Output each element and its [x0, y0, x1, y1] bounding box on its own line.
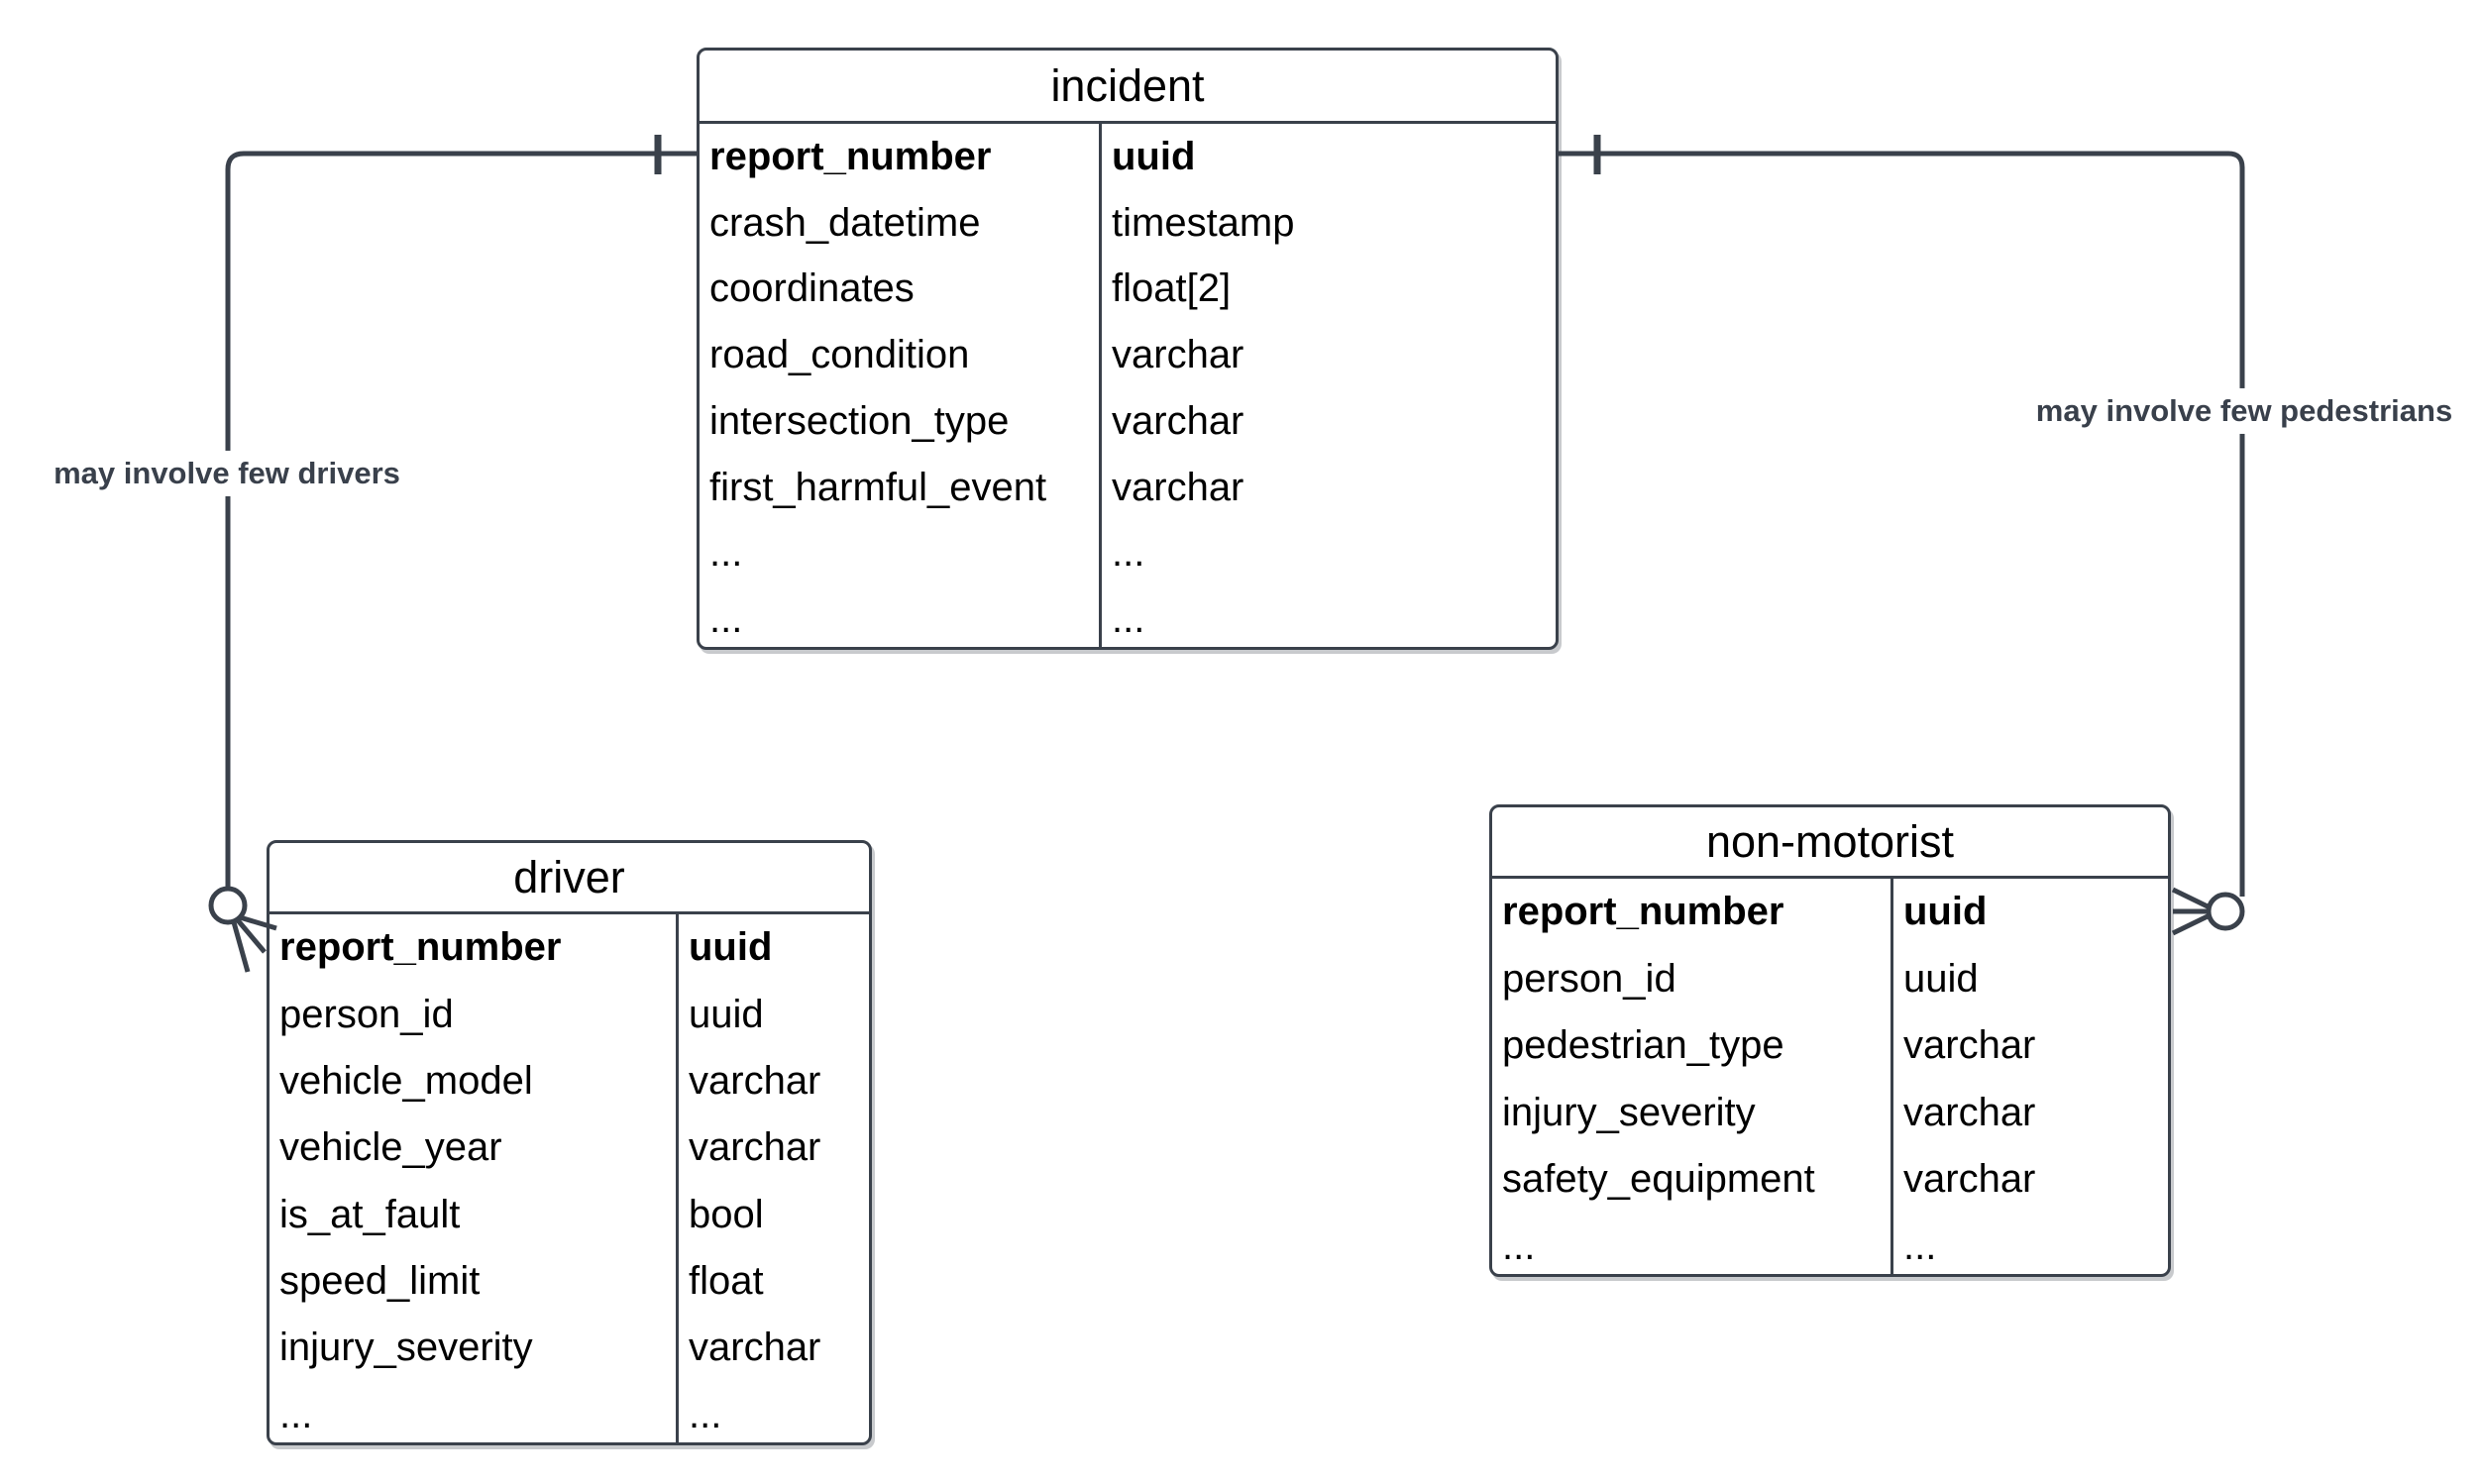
cardinality-zero-circle-icon — [2206, 892, 2245, 931]
field-name-cell: pedestrian_type — [1502, 1023, 1784, 1068]
field-name-cell: road_condition — [709, 333, 970, 377]
field-name-cell: ... — [1502, 1223, 1536, 1268]
field-name-cell: speed_limit — [279, 1259, 481, 1304]
field-type-cell: ... — [1112, 531, 1145, 576]
field-name-cell: person_id — [1502, 956, 1676, 1001]
entity-driver-fields: report_number person_id vehicle_model ve… — [270, 914, 869, 1445]
field-name-cell: report_number — [709, 134, 992, 178]
field-type-cell: uuid — [689, 992, 764, 1036]
field-type-cell: uuid — [1903, 890, 1988, 934]
field-type-cell: float — [689, 1259, 764, 1304]
field-name-cell: crash_datetime — [709, 200, 981, 245]
field-type-cell: varchar — [1112, 465, 1244, 509]
field-name-cell: is_at_fault — [279, 1192, 461, 1236]
crow-foot-many-icon — [2171, 887, 2212, 936]
field-type-cell: ... — [1903, 1223, 1937, 1268]
connector-incident-driver — [225, 151, 697, 889]
field-type-cell: ... — [689, 1392, 722, 1436]
connector-incident-non-motorist — [1559, 151, 2245, 897]
field-type-cell: uuid — [689, 925, 773, 970]
field-type-cell: varchar — [1903, 1157, 2036, 1202]
relationship-label-pedestrians: may involve few pedestrians — [2027, 387, 2461, 435]
field-name-cell: safety_equipment — [1502, 1157, 1815, 1202]
field-name-cell: ... — [709, 531, 743, 576]
cardinality-zero-circle-icon — [208, 886, 248, 925]
entity-incident-fields: report_number crash_datetime coordinates… — [700, 124, 1556, 650]
field-name-cell: vehicle_year — [279, 1125, 502, 1170]
field-type-cell: timestamp — [1112, 200, 1295, 245]
entity-incident: incident report_number crash_datetime co… — [697, 48, 1559, 650]
field-type-cell: varchar — [1112, 398, 1244, 443]
field-name-cell: report_number — [1502, 890, 1784, 934]
field-type-cell: varchar — [1112, 333, 1244, 377]
entity-non-motorist-fields: report_number person_id pedestrian_type … — [1492, 879, 2168, 1277]
field-type-cell: float[2] — [1112, 266, 1232, 311]
field-type-cell: uuid — [1903, 956, 1979, 1001]
relationship-label-drivers: may involve few drivers — [46, 450, 408, 497]
field-name-cell: ... — [709, 597, 743, 642]
field-type-cell: ... — [1112, 597, 1145, 642]
entity-non-motorist-title: non-motorist — [1492, 807, 2168, 879]
field-name-cell: injury_severity — [1502, 1090, 1756, 1134]
field-name-cell: intersection_type — [709, 398, 1010, 443]
field-type-cell: uuid — [1112, 134, 1196, 178]
field-name-cell: report_number — [279, 925, 562, 970]
field-name-cell: injury_severity — [279, 1325, 533, 1370]
entity-driver: driver report_number person_id vehicle_m… — [267, 840, 872, 1445]
field-name-cell: ... — [279, 1392, 313, 1436]
field-type-cell: varchar — [1903, 1090, 2036, 1134]
field-name-cell: vehicle_model — [279, 1058, 533, 1103]
field-type-cell: varchar — [689, 1325, 821, 1370]
field-name-cell: person_id — [279, 992, 454, 1036]
field-type-cell: varchar — [689, 1058, 821, 1103]
entity-non-motorist: non-motorist report_number person_id ped… — [1489, 804, 2171, 1277]
field-name-cell: first_harmful_event — [709, 465, 1047, 509]
field-type-cell: varchar — [689, 1125, 821, 1170]
entity-driver-title: driver — [270, 843, 869, 914]
field-type-cell: varchar — [1903, 1023, 2036, 1068]
field-name-cell: coordinates — [709, 266, 915, 311]
entity-incident-title: incident — [700, 51, 1556, 124]
field-type-cell: bool — [689, 1192, 764, 1236]
